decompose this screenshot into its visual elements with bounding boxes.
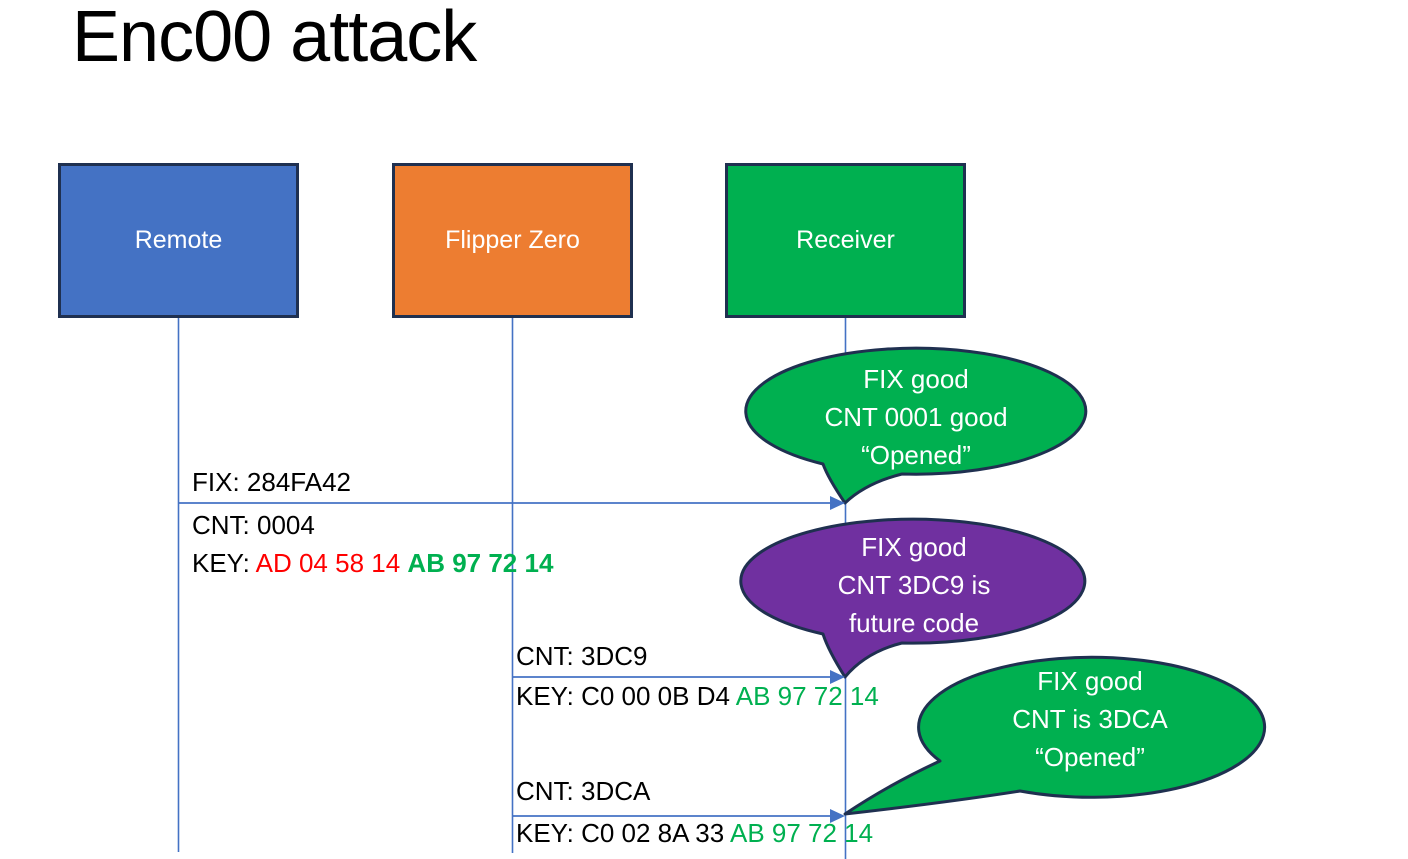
- callout-3-bubble: [843, 655, 1267, 816]
- callout-2-bubble: [739, 517, 1087, 679]
- message-3-key-prefix: KEY:: [516, 818, 574, 848]
- callout-1-bubble: [744, 346, 1088, 505]
- actor-box-remote: Remote: [58, 163, 299, 318]
- message-1-key-prefix: KEY:: [192, 548, 250, 578]
- actor-label-flipper-zero: Flipper Zero: [445, 226, 580, 254]
- message-1-fix-line: FIX: 284FA42: [192, 467, 351, 497]
- callout-3-text: FIX good CNT is 3DCA “Opened”: [925, 662, 1255, 776]
- message-2-key-fixed: AB 97 72 14: [735, 681, 879, 711]
- callout-2-line-2: CNT 3DC9 is: [837, 570, 991, 600]
- message-3-key-fixed: AB 97 72 14: [729, 818, 874, 848]
- callout-2-line-3: future code: [848, 608, 980, 638]
- message-2-key-variable: C0 00 0B D4: [581, 681, 730, 711]
- actor-box-flipper-zero: Flipper Zero: [392, 163, 633, 318]
- actor-label-remote: Remote: [134, 226, 223, 254]
- callout-3-line-3: “Opened”: [1035, 742, 1145, 772]
- callout-2-text: FIX good CNT 3DC9 is future code: [749, 528, 1079, 642]
- message-1-key-line: KEY: AD 04 58 14 AB 97 72 14: [192, 548, 553, 579]
- message-2-key-line: KEY: C0 00 0B D4 AB 97 72 14: [516, 681, 879, 712]
- message-1-key-fixed: AB 97 72 14: [407, 548, 554, 578]
- actor-box-receiver: Receiver: [725, 163, 966, 318]
- arrowhead-3-icon: [830, 809, 845, 823]
- arrowhead-2-icon: [830, 670, 845, 684]
- message-3-key-variable: C0 02 8A 33: [581, 818, 725, 848]
- callout-1-line-2: CNT 0001 good: [824, 402, 1008, 432]
- callout-2-line-1: FIX good: [861, 532, 967, 562]
- page-title: Enc00 attack: [72, 0, 477, 77]
- callout-3-line-1: FIX good: [1037, 666, 1143, 696]
- message-2-cnt-line: CNT: 3DC9: [516, 641, 648, 671]
- callout-1-line-3: “Opened”: [861, 440, 971, 470]
- message-3-cnt-line: CNT: 3DCA: [516, 776, 651, 806]
- arrowhead-1-icon: [830, 496, 845, 510]
- message-1-key-variable: AD 04 58 14: [255, 548, 401, 578]
- message-2-key-prefix: KEY:: [516, 681, 574, 711]
- callout-3-line-2: CNT is 3DCA: [1012, 704, 1168, 734]
- callout-1-text: FIX good CNT 0001 good “Opened”: [751, 360, 1081, 474]
- message-3-key-line: KEY: C0 02 8A 33 AB 97 72 14: [516, 818, 873, 849]
- actor-label-receiver: Receiver: [796, 226, 895, 254]
- message-1-cnt-line: CNT: 0004: [192, 510, 315, 540]
- callout-1-line-1: FIX good: [863, 364, 969, 394]
